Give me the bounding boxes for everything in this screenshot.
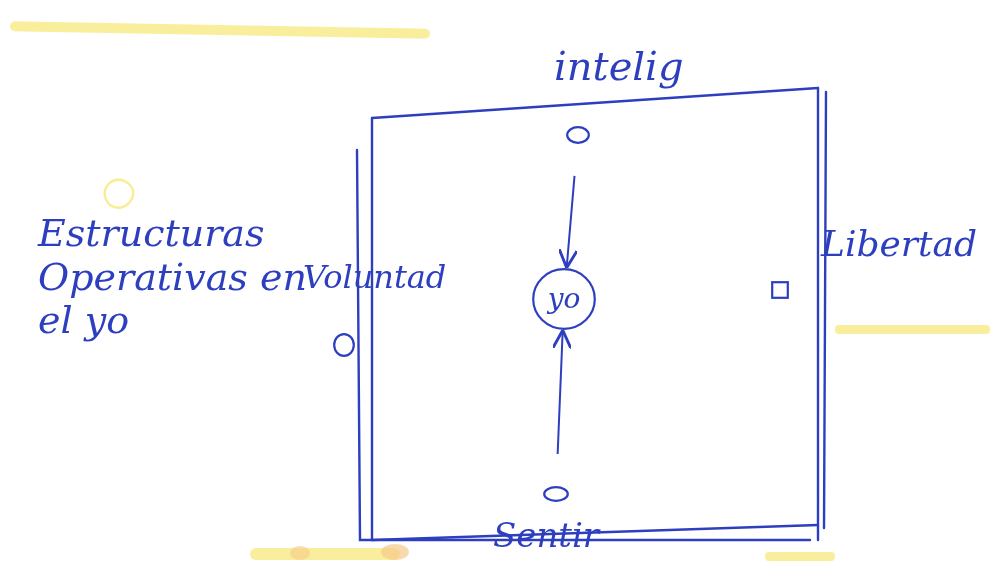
node-outline	[771, 281, 789, 299]
faculty-label: Sentir	[493, 518, 599, 552]
highlighter-dot	[381, 544, 409, 560]
frame-right	[817, 88, 819, 540]
faculty-marker: intelig	[566, 126, 590, 144]
frame-top	[372, 88, 818, 118]
square-frame	[105, 88, 826, 540]
square-marker	[772, 282, 788, 298]
node-outline	[333, 333, 355, 357]
self-circle: yo	[532, 268, 596, 330]
faculty-marker: Voluntad	[333, 333, 355, 357]
faculty-label: Voluntad	[303, 261, 446, 293]
circle-marker	[334, 334, 354, 356]
highlighter-stroke	[835, 325, 990, 334]
arrow-connector	[558, 332, 563, 454]
frame-left-double	[357, 150, 810, 540]
circle-marker	[544, 487, 568, 501]
circle-marker	[567, 127, 589, 143]
faculty-label: Libertad	[821, 226, 977, 262]
highlighter-marks	[10, 21, 990, 561]
frame-right-double	[824, 92, 826, 528]
faculty-label: intelig	[554, 46, 684, 86]
faculty-marker: Libertad	[771, 281, 789, 299]
center-label: yo	[532, 268, 596, 330]
faculty-marker: Sentir	[543, 486, 569, 502]
node-outline	[543, 486, 569, 502]
highlighter-scribble	[105, 180, 134, 208]
highlighter-dot	[290, 546, 310, 560]
node-outline	[566, 126, 590, 144]
arrow-connector	[567, 176, 575, 266]
highlighter-stroke	[250, 548, 400, 560]
highlighter-stroke	[10, 21, 430, 38]
side-note: Estructuras Operativas en el yo	[38, 212, 308, 343]
frame-left	[371, 118, 373, 540]
highlighter-stroke	[765, 552, 835, 561]
